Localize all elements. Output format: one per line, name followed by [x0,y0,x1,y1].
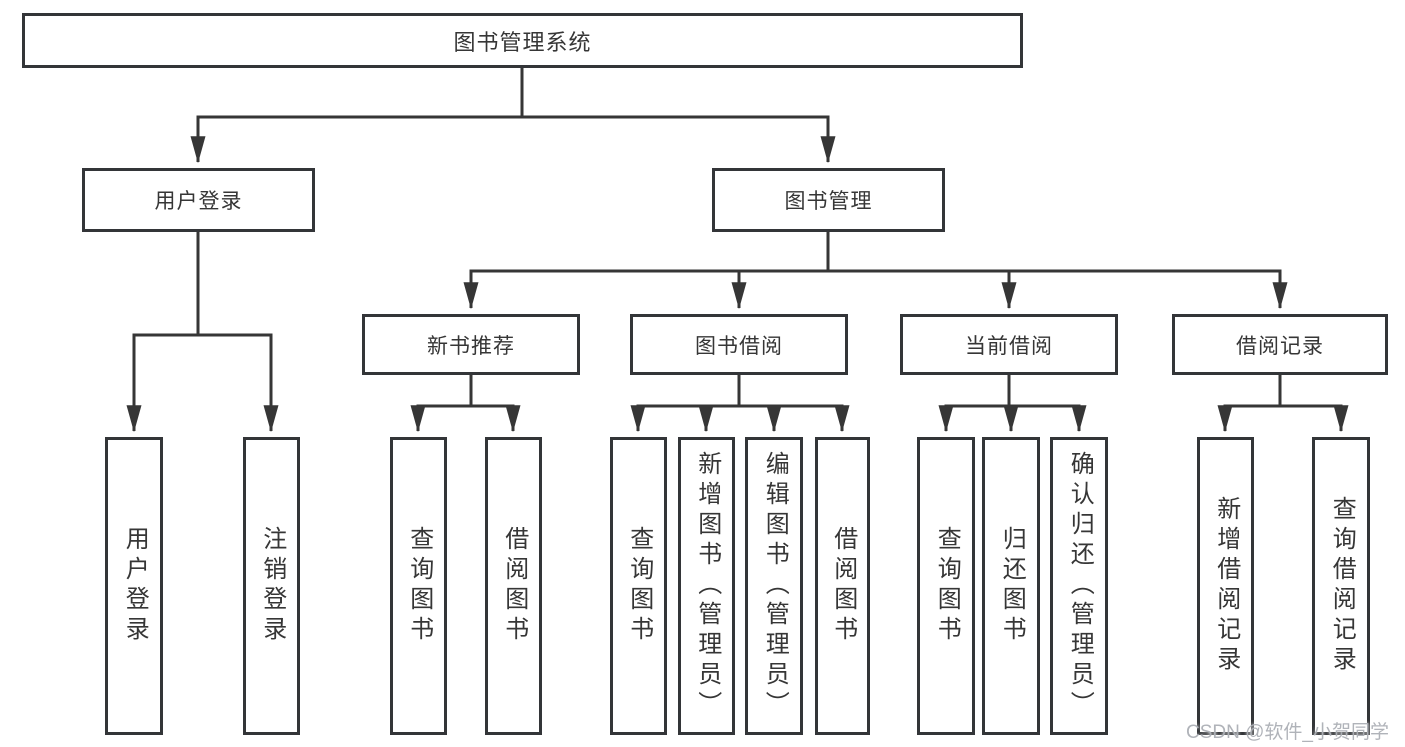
node-book-borrowing: 图书借阅 [630,314,848,375]
leaf-logout: 注销登录 [243,437,300,735]
node-current-borrowing: 当前借阅 [900,314,1118,375]
leaf-query-books-current: 查询图书 [917,437,975,735]
leaf-return-books: 归还图书 [982,437,1040,735]
leaf-query-books-borrowing: 查询图书 [610,437,667,735]
node-root-system: 图书管理系统 [22,13,1023,68]
node-new-book-recommend: 新书推荐 [362,314,580,375]
leaf-add-books-admin: 新增图书（管理员） [678,437,735,735]
node-borrowing-records: 借阅记录 [1172,314,1388,375]
leaf-borrow-books: 借阅图书 [815,437,870,735]
node-user-login-module: 用户登录 [82,168,315,232]
leaf-user-login: 用户登录 [105,437,163,735]
leaf-edit-books-admin: 编辑图书（管理员） [745,437,803,735]
leaf-borrow-books-recommend: 借阅图书 [485,437,542,735]
leaf-confirm-return-admin: 确认归还（管理员） [1050,437,1108,735]
leaf-query-books-recommend: 查询图书 [390,437,447,735]
leaf-query-borrow-record: 查询借阅记录 [1312,437,1370,735]
csdn-watermark: CSDN @软件_小贺同学 [1186,722,1389,743]
node-book-management-module: 图书管理 [712,168,945,232]
leaf-add-borrow-record: 新增借阅记录 [1197,437,1254,735]
